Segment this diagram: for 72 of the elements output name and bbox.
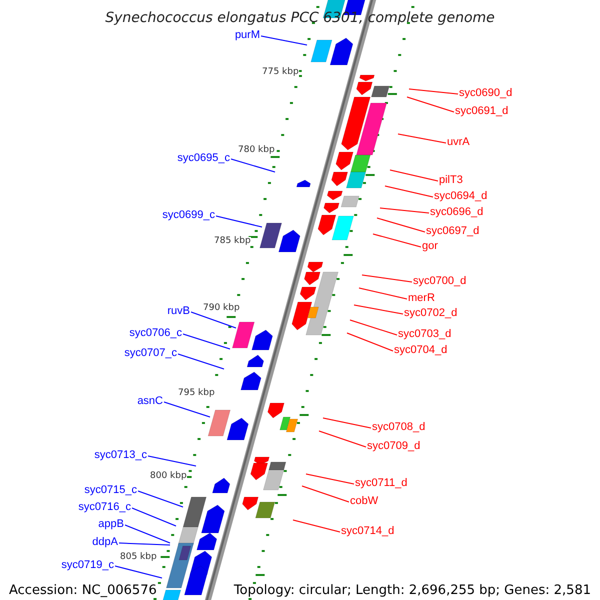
gene-label: syc0704_d bbox=[394, 344, 448, 357]
leader-line bbox=[354, 304, 404, 314]
gene-label: syc0707_c bbox=[124, 347, 177, 360]
leader-line bbox=[408, 88, 458, 94]
leader-line bbox=[164, 402, 210, 418]
leader-line bbox=[118, 542, 170, 546]
gene-label: syc0691_d bbox=[455, 105, 508, 118]
leader-line bbox=[384, 186, 434, 198]
gene-label: syc0696_d bbox=[430, 206, 484, 219]
scale-label: 775 kbp bbox=[262, 68, 299, 77]
leader-line bbox=[190, 312, 236, 328]
gene-label: syc0709_d bbox=[367, 440, 420, 453]
scale-label: 790 kbp bbox=[203, 304, 240, 313]
gene-label: syc0703_d bbox=[398, 328, 452, 341]
leader-line bbox=[398, 134, 446, 144]
gene-label: syc0706_c bbox=[129, 327, 182, 340]
gene-label: syc0694_d bbox=[434, 190, 488, 203]
leader-line bbox=[292, 520, 340, 532]
leader-line bbox=[322, 418, 372, 428]
leader-line bbox=[306, 474, 354, 484]
gene-label: ruvB bbox=[167, 305, 190, 318]
leader-line bbox=[216, 216, 262, 228]
scale-label: 795 kbp bbox=[178, 389, 215, 398]
gene-label: ddpA bbox=[92, 536, 118, 549]
gene-label: syc0716_c bbox=[78, 501, 131, 514]
leader-line bbox=[114, 566, 162, 578]
scale-label: 800 kbp bbox=[150, 472, 187, 481]
gene-label: syc0700_d bbox=[413, 275, 466, 288]
gene-label: syc0719_c bbox=[61, 559, 114, 572]
leader-line bbox=[390, 170, 438, 182]
gene-label: syc0697_d bbox=[426, 225, 480, 238]
leader-line bbox=[318, 430, 366, 448]
gene-label: syc0702_d bbox=[404, 307, 458, 320]
leader-line bbox=[178, 354, 224, 370]
gene-label: asnC bbox=[137, 395, 163, 408]
leader-line bbox=[182, 334, 230, 350]
gene-label: pilT3 bbox=[439, 174, 463, 187]
gene-label: syc0711_d bbox=[355, 477, 408, 490]
scale-label: 785 kbp bbox=[214, 237, 251, 246]
gene-label: merR bbox=[408, 292, 435, 305]
gene-label: syc0699_c bbox=[162, 209, 215, 222]
gene-label: syc0715_c bbox=[84, 484, 137, 497]
gene-label: cobW bbox=[350, 495, 378, 508]
leader-line bbox=[358, 288, 408, 300]
leader-line bbox=[148, 456, 196, 466]
gene-label: purM bbox=[234, 29, 260, 42]
gene-label: gor bbox=[422, 240, 438, 253]
gene-label: syc0714_d bbox=[341, 525, 394, 538]
leader-line bbox=[346, 332, 394, 352]
leader-line bbox=[124, 524, 170, 544]
gene-label: syc0695_c bbox=[177, 152, 230, 165]
leader-line bbox=[132, 508, 176, 526]
scale-label: 805 kbp bbox=[120, 553, 157, 562]
leader-line bbox=[376, 218, 426, 232]
gene-label: syc0713_c bbox=[94, 449, 147, 462]
leader-line bbox=[406, 96, 454, 112]
gene-label: syc0690_d bbox=[459, 87, 512, 100]
leader-line bbox=[380, 208, 430, 214]
gene-label: appB bbox=[98, 518, 124, 531]
leader-line bbox=[138, 490, 184, 508]
leader-line bbox=[230, 158, 276, 172]
gene-label: uvrA bbox=[447, 136, 470, 149]
accession-text: Accession: NC_006576 bbox=[9, 583, 157, 599]
leader-line bbox=[372, 234, 422, 248]
diagram-title: Synechococcus elongatus PCC 6301, complete genome bbox=[104, 9, 496, 27]
leader-line bbox=[302, 486, 350, 502]
leader-line bbox=[350, 320, 398, 336]
scale-label: 780 kbp bbox=[238, 146, 275, 155]
gene-label: syc0708_d bbox=[372, 421, 426, 434]
leader-line bbox=[260, 36, 308, 46]
leader-line bbox=[362, 274, 412, 282]
genome-summary-text: Topology: circular; Length: 2,696,255 bp; Genes: 2,581 bbox=[234, 583, 591, 599]
